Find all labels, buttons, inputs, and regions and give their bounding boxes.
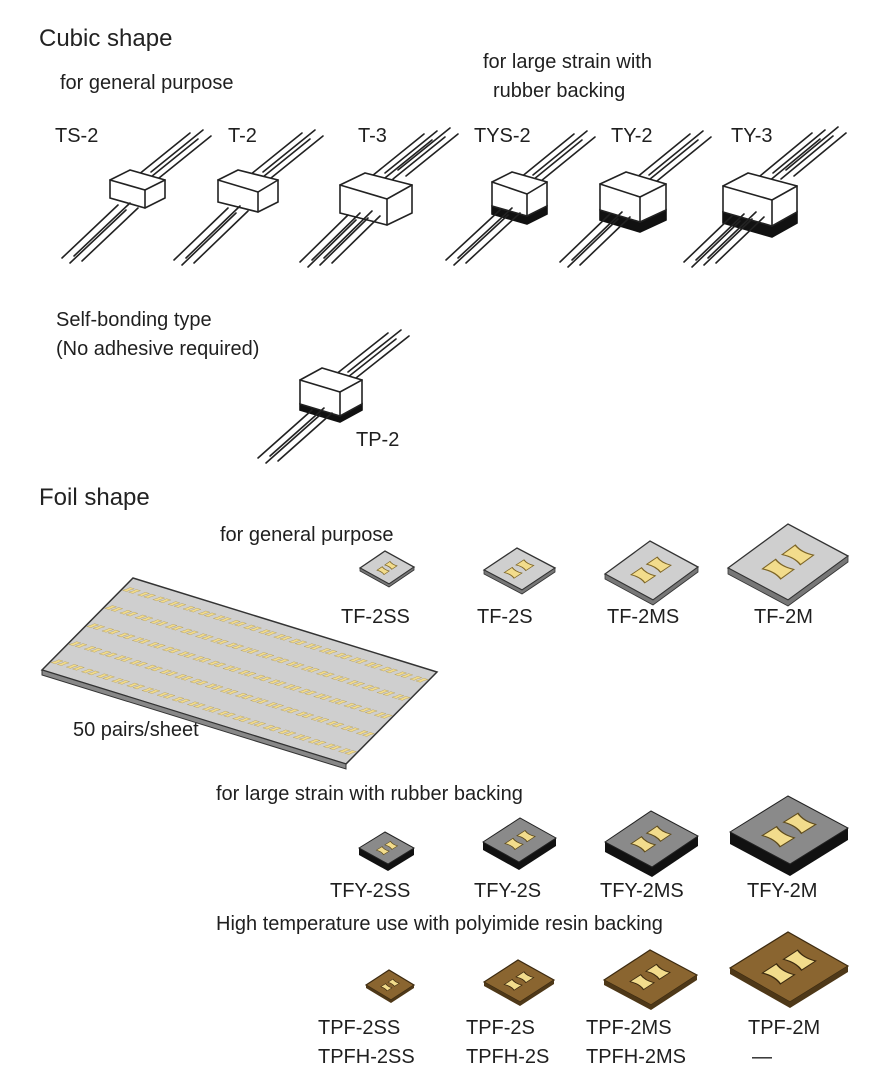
model-label-tpf2m-none: — [752,1046,772,1068]
cubic-gauge-t3 [299,127,459,268]
cubic-gauge-ty3 [683,126,847,268]
foil-gauge-tf2ss [358,550,416,588]
model-label-tfy2ms: TFY-2MS [600,880,684,902]
model-label-tf2ms: TF-2MS [607,606,680,628]
foil-polyimide-label: High temperature use with polyimide resi… [216,913,663,935]
cubic-gauge-ty2 [559,130,712,268]
foil-gauge-tpf2m [728,931,850,1008]
cubic-gauge-tp2 [257,329,410,464]
model-label-tf2s: TF-2S [477,606,533,628]
model-label-tpfh2ms: TPFH-2MS [586,1046,686,1068]
model-label-t3: T-3 [358,125,387,147]
cubic-large-strain-label-2: rubber backing [493,80,626,102]
foil-gauge-tpf2ms [602,949,699,1010]
cubic-shape-heading: Cubic shape [39,25,173,52]
model-label-ty3: TY-3 [731,125,773,147]
sheet-label: 50 pairs/sheet [73,719,199,741]
self-bonding-label-2: (No adhesive required) [56,338,260,360]
model-label-tpf2s: TPF-2S [466,1017,535,1039]
model-label-tpfh2ss: TPFH-2SS [318,1046,415,1068]
model-label-tfy2m: TFY-2M [747,880,818,902]
model-label-tys2: TYS-2 [474,125,531,147]
foil-gauge-tpf2ss [364,969,416,1003]
model-label-tp2: TP-2 [356,429,400,451]
model-label-tpf2ms: TPF-2MS [586,1017,672,1039]
model-label-tf2ss: TF-2SS [341,606,410,628]
foil-general-label: for general purpose [220,524,394,546]
foil-gauge-tpf2s [482,959,556,1006]
foil-gauge-tfy2ms [604,810,699,877]
cubic-large-strain-label-1: for large strain with [483,51,652,73]
self-bonding-label-1: Self-bonding type [56,309,212,331]
model-label-tpf2ss: TPF-2SS [318,1017,401,1039]
foil-shape-heading: Foil shape [39,484,150,511]
cubic-gauge-tys2 [445,130,596,266]
model-label-ty2: TY-2 [611,125,653,147]
cubic-gauge-t2 [173,129,324,266]
foil-gauge-tfy2ss [358,831,415,871]
foil-gauge-tf2ms [603,540,700,606]
model-label-ts2: TS-2 [55,125,99,147]
model-label-t2: T-2 [228,125,257,147]
model-label-tpf2m: TPF-2M [748,1017,821,1039]
model-label-tfy2s: TFY-2S [474,880,542,902]
foil-gauge-tfy2m [728,795,850,876]
cubic-general-label: for general purpose [60,72,234,94]
foil-gauge-tf2m [726,523,850,607]
foil-gauge-tf2s [482,547,557,595]
cubic-gauge-ts2 [61,129,212,264]
model-label-tfy2ss: TFY-2SS [330,880,411,902]
model-label-tpfh2s: TPFH-2S [466,1046,550,1068]
foil-sheet-50-pairs [40,577,439,770]
foil-gauge-tfy2s [482,817,557,870]
foil-rubber-label: for large strain with rubber backing [216,783,523,805]
model-label-tf2m: TF-2M [754,606,813,628]
